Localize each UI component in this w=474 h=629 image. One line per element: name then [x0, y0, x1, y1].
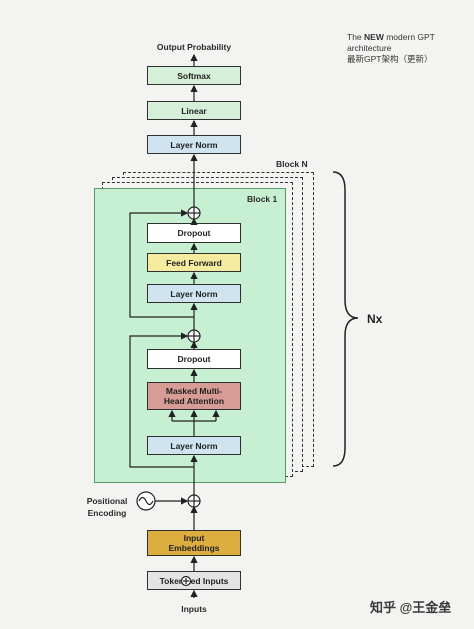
dropout-top-box: Dropout — [147, 223, 241, 243]
linear-box: Linear — [147, 101, 241, 120]
nx-label: Nx — [367, 312, 383, 326]
title-line-2: architecture — [347, 43, 392, 53]
inputs-label: Inputs — [181, 604, 207, 614]
output-probability-label: Output Probability — [156, 42, 232, 52]
dropout-attention-box: Dropout — [147, 349, 241, 369]
title-line-1: The NEW modern GPT — [347, 32, 435, 42]
tokenized-inputs-box: Tokenized Inputs — [147, 571, 241, 590]
residual-feed-forward — [129, 209, 194, 318]
input-embeddings-box: Input Embeddings — [147, 530, 241, 556]
nx-brace-icon — [332, 171, 359, 467]
softmax-box: Softmax — [147, 66, 241, 85]
sine-wave-icon — [136, 491, 156, 511]
title-line-3: 最新GPT架构（更新） — [347, 54, 433, 64]
diagram-title: The NEW modern GPT architecture 最新GPT架构（… — [347, 32, 467, 65]
attention-layer-norm-box: Layer Norm — [147, 436, 241, 455]
watermark: 知乎 @王金垒 — [370, 600, 452, 615]
masked-attention-box: Masked Multi-Head Attention — [147, 382, 241, 410]
positional-encoding-label: Positional Encoding — [86, 496, 128, 518]
feed-forward-box: Feed Forward — [147, 253, 241, 272]
final-layer-norm-box: Layer Norm — [147, 135, 241, 154]
block-n-label: Block N — [276, 159, 308, 169]
block-1-label: Block 1 — [247, 194, 278, 204]
ff-layer-norm-box: Layer Norm — [147, 284, 241, 303]
residual-attention — [129, 332, 194, 468]
